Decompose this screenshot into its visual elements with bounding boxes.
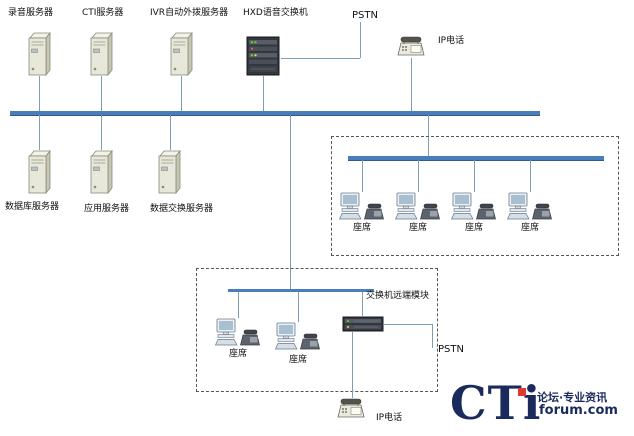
- label-seat: 座席: [465, 223, 484, 233]
- logo-red-dot: [518, 388, 526, 396]
- connector-line: [238, 292, 239, 318]
- label-recording-server: 录音服务器: [8, 8, 54, 18]
- agent-seat-icon: [507, 192, 553, 226]
- connector-line: [39, 76, 40, 111]
- label-cti-server: CTI服务器: [82, 8, 124, 18]
- label-seat: 座席: [229, 349, 248, 359]
- connector-line: [530, 160, 531, 192]
- label-pstn-top: PSTN: [352, 10, 378, 21]
- pstn-trunk-line: [384, 324, 432, 325]
- cti-server-icon: [88, 32, 114, 80]
- connector-line: [101, 115, 102, 150]
- ip-phone-icon-bottom: [336, 396, 366, 424]
- connector-line: [474, 160, 475, 192]
- agent-seat-icon: [215, 318, 261, 352]
- connector-line: [362, 160, 363, 192]
- label-pstn-bottom: PSTN: [438, 344, 464, 355]
- recording-server-icon: [26, 32, 52, 80]
- connector-line: [39, 115, 40, 150]
- voice-switch-icon: [246, 36, 280, 80]
- remote-site-bus: [228, 289, 374, 292]
- connector-line: [181, 76, 182, 111]
- connector-line: [101, 76, 102, 111]
- label-ip-phone-bottom: IP电话: [376, 413, 403, 423]
- agent-seat-icon: [395, 192, 441, 226]
- label-app-server: 应用服务器: [84, 204, 130, 214]
- agent-group-uplink-line: [428, 115, 429, 156]
- app-server-icon: [88, 150, 114, 198]
- connector-line: [352, 332, 353, 398]
- pstn-trunk-line: [281, 58, 360, 59]
- main-lan-bus: [10, 111, 540, 116]
- label-seat: 座席: [521, 223, 540, 233]
- agent-group-bus: [348, 156, 604, 161]
- label-seat: 座席: [289, 355, 308, 365]
- label-seat: 座席: [353, 223, 372, 233]
- cti-forum-logo: CTi: [450, 376, 542, 430]
- logo-tagline: 论坛·专业资讯: [537, 391, 608, 404]
- remote-site-box: [196, 268, 438, 392]
- connector-line: [411, 58, 412, 111]
- data-exchange-server-icon: [156, 150, 182, 198]
- connector-line: [298, 292, 299, 322]
- agent-seat-icon: [275, 322, 321, 356]
- pstn-trunk-line: [432, 324, 433, 348]
- connector-line: [170, 115, 171, 150]
- pstn-trunk-line: [360, 22, 361, 58]
- database-server-icon: [26, 150, 52, 198]
- agent-seat-icon: [451, 192, 497, 226]
- label-data-exchange-server: 数据交换服务器: [150, 204, 214, 214]
- agent-seat-icon: [339, 192, 385, 226]
- label-voice-switch: HXD语音交换机: [243, 8, 308, 18]
- agent-group-box: [331, 136, 619, 256]
- connector-line: [362, 292, 363, 316]
- logo-site: forum.com: [539, 403, 618, 418]
- connector-line: [418, 160, 419, 192]
- remote-site-uplink-line: [290, 115, 291, 289]
- label-ivr-server: IVR自动外拨服务器: [150, 8, 229, 18]
- label-remote-module: 交换机远端模块: [366, 291, 430, 301]
- ivr-server-icon: [168, 32, 194, 80]
- remote-module-icon: [342, 316, 384, 336]
- label-database-server: 数据库服务器: [5, 202, 60, 212]
- label-ip-phone-top: IP电话: [438, 36, 465, 46]
- label-seat: 座席: [409, 223, 428, 233]
- connector-line: [263, 76, 264, 111]
